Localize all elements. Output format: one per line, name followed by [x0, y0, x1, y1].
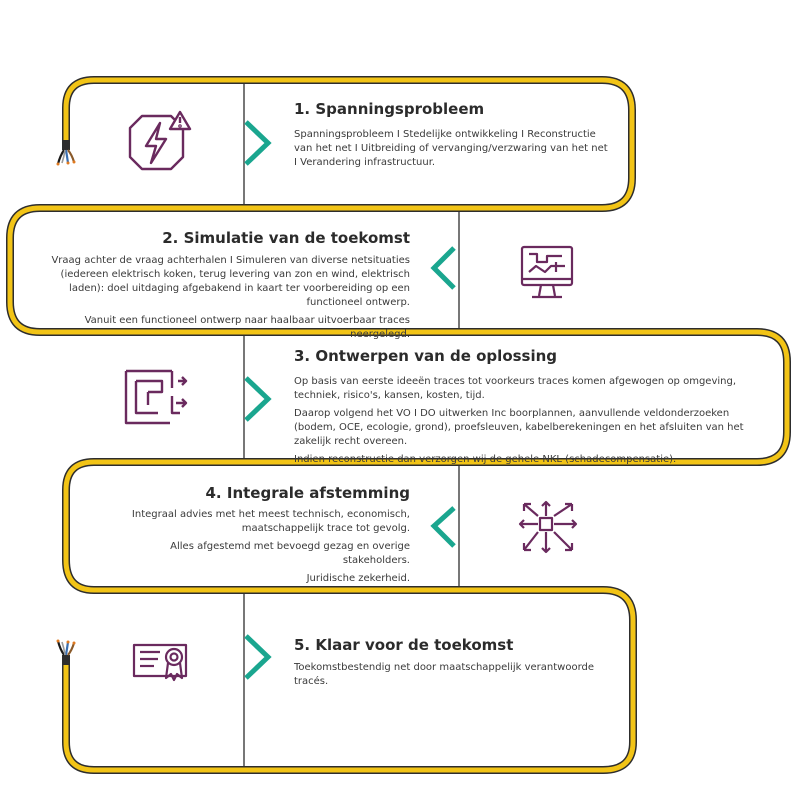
step-5-title: 5. Klaar voor de toekomst: [294, 636, 514, 654]
chevrons: [244, 120, 456, 680]
step-3-paragraph: Indien reconstructie dan verzorgen wij d…: [294, 454, 677, 465]
step-4-description: Integraal advies met het meest technisch…: [112, 508, 410, 590]
step-3-title: 3. Ontwerpen van de oplossing: [294, 347, 558, 365]
chevron-left-icon: [430, 506, 456, 548]
power-warning-icon: [128, 110, 192, 171]
step-2-title: 2. Simulatie van de toekomst: [162, 229, 410, 247]
dividers: [243, 84, 460, 766]
arrows-converge-icon: [518, 500, 578, 554]
cable-end-top-icon: [56, 140, 76, 166]
step-3-description: Op basis van eerste ideeën traces tot vo…: [294, 375, 770, 471]
cable-end-bottom-icon: [56, 639, 76, 665]
chevron-right-icon: [244, 634, 272, 680]
step-4-title: 4. Integrale afstemming: [205, 484, 411, 502]
cable-path: [6, 76, 791, 774]
step-2-paragraph: Vraag achter de vraag achterhalen I Simu…: [51, 255, 410, 308]
chevron-left-icon: [430, 246, 456, 290]
monitor-network-icon: [520, 245, 574, 299]
chevron-right-icon: [244, 376, 272, 422]
step-3-paragraph: Op basis van eerste ideeën traces tot vo…: [294, 376, 737, 401]
step-4-paragraph: Alles afgestemd met bevoegd gezag en ove…: [170, 541, 410, 566]
certificate-icon: [132, 643, 188, 682]
step-2-description: Vraag achter de vraag achterhalen I Simu…: [26, 254, 410, 346]
step-3-paragraph: Daarop volgend het VO I DO uitwerken Inc…: [294, 408, 744, 447]
chevron-right-icon: [244, 120, 272, 166]
step-4-paragraph: Integraal advies met het meest technisch…: [131, 509, 410, 534]
step-2-paragraph: Vanuit een functioneel ontwerp naar haal…: [84, 315, 410, 340]
step-1-title: 1. Spanningsprobleem: [294, 100, 485, 118]
step-5-description: Toekomstbestendig net door maatschappeli…: [294, 661, 624, 693]
step-5-paragraph: Toekomstbestendig net door maatschappeli…: [294, 662, 595, 687]
maze-icon: [124, 369, 188, 425]
step-4-paragraph: Juridische zekerheid.: [306, 573, 410, 584]
step-1-description: Spanningsprobleem I Stedelijke ontwikkel…: [294, 128, 612, 174]
step-1-paragraph: Spanningsprobleem I Stedelijke ontwikkel…: [294, 129, 608, 168]
